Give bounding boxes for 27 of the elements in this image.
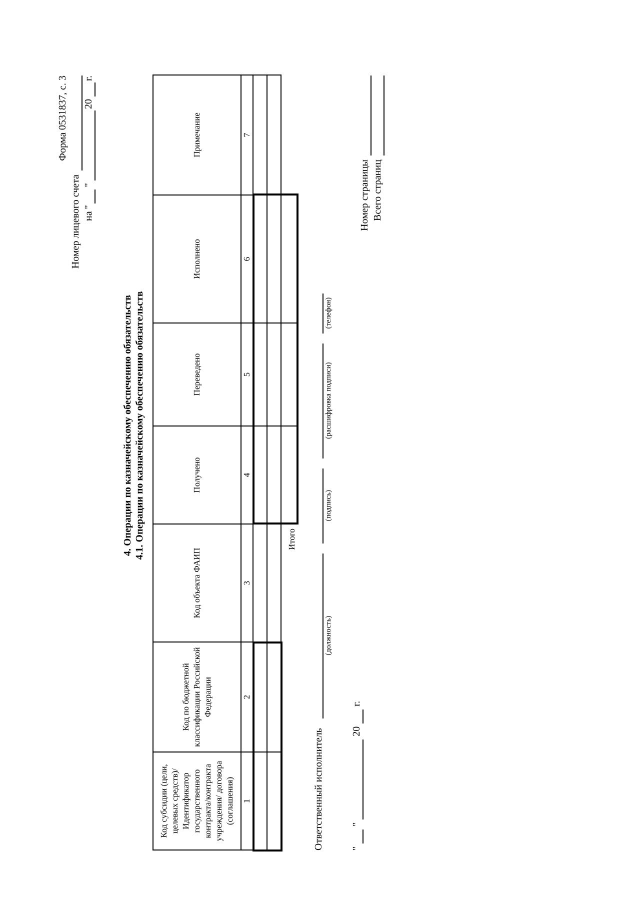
table-header-cell: Переведено	[152, 322, 240, 426]
field-label: Номер лицевого счета	[69, 174, 82, 268]
year-prefix: 20	[350, 726, 363, 736]
table-header-cell: Получено	[152, 426, 240, 524]
table-header-cell: Примечание	[152, 74, 240, 194]
table-header-cell: Код субсидии (цели, целевых средств)/Идентификатор государственного контракта/контракта учреждения/ договора (соглашения)	[152, 752, 240, 850]
year-prefix: 20	[82, 98, 95, 108]
quote-mark: "	[350, 846, 363, 850]
field-label: Номер страницы	[358, 159, 371, 230]
table-header-cell: Код по бюджетной классификации Российской Федерации	[152, 642, 240, 752]
column-number-cell: 3	[240, 524, 252, 642]
section-title: 4. Операции по казначейскому обеспечению обязательств	[122, 294, 134, 556]
column-number-cell: 7	[240, 74, 252, 194]
year-suffix: г.	[82, 75, 95, 80]
total-label: Итого	[286, 528, 296, 550]
field-label: Ответственный исполнитель	[312, 728, 325, 850]
quote-mark: "	[82, 204, 95, 209]
quote-mark: "	[350, 822, 363, 826]
field-label: Всего страниц	[371, 159, 384, 220]
form-number: Форма 0531837, с. 3	[56, 75, 69, 160]
quote-mark: "	[82, 182, 95, 187]
table-header-cell: Исполнено	[152, 194, 240, 322]
column-number-cell: 1	[240, 752, 252, 850]
subsection-title: 4.1. Операции по казначейскому обеспечению обязательств	[134, 290, 146, 560]
table-header-cell: Код объекта ФАИП	[152, 524, 240, 642]
year-suffix: г.	[350, 700, 363, 706]
field-label: на	[82, 210, 95, 220]
